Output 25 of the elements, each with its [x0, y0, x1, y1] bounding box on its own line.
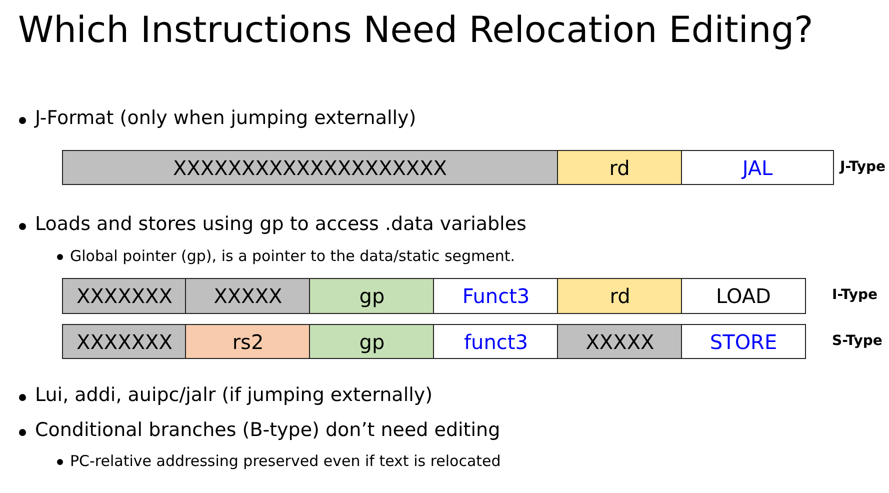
format-label: J-Type: [840, 159, 886, 175]
bullet-text: PC-relative addressing preserved even if text is relocated: [70, 452, 501, 470]
instruction-field: rd: [557, 278, 683, 314]
format-label: S-Type: [832, 333, 882, 349]
instruction-field: XXXXX: [185, 278, 311, 314]
bullet-text: Global pointer (gp), is a pointer to the data/static segment.: [70, 247, 516, 265]
bullet-text: Conditional branches (B-type) don’t need editing: [35, 419, 500, 441]
instruction-field: LOAD: [681, 278, 806, 314]
instruction-field: gp: [309, 324, 435, 359]
bullet-text: Lui, addi, auipc/jalr (if jumping externally): [35, 384, 433, 406]
instruction-field: JAL: [681, 150, 834, 185]
instruction-field: XXXXX: [557, 324, 683, 359]
instruction-field: XXXXXXXXXXXXXXXXXXXX: [62, 150, 558, 185]
instruction-field: funct3: [433, 324, 559, 359]
instruction-field: gp: [309, 278, 435, 314]
instruction-field: rs2: [185, 324, 311, 359]
instruction-field: XXXXXXX: [62, 278, 187, 314]
slide-title: Which Instructions Need Relocation Editing?: [18, 10, 814, 51]
instruction-field: XXXXXXX: [62, 324, 187, 359]
instruction-field: rd: [557, 150, 682, 185]
instruction-field: STORE: [681, 324, 806, 359]
instruction-field: Funct3: [433, 278, 559, 314]
format-label: I-Type: [832, 287, 878, 303]
bullet-text: Loads and stores using gp to access .data variables: [35, 213, 526, 235]
bullet-text: J-Format (only when jumping externally): [35, 107, 416, 129]
